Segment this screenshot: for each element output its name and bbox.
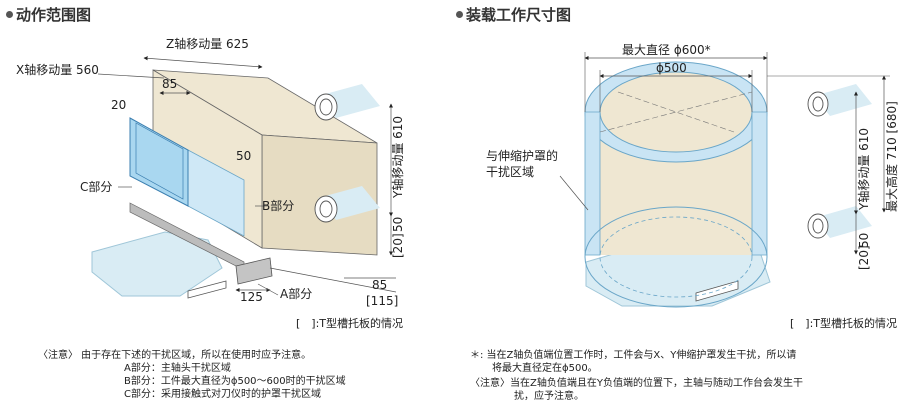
right-diagram: 最大直径 ϕ600* ϕ500 与伸缩护罩的 干扰区域 Y轴移动量 610 最大… <box>486 43 899 330</box>
right-note-caution-1: 〈注意〉当在Z轴负值端且在Y负值端的位置下，主轴与随动工作台会发生干 <box>470 378 803 389</box>
right-dim-20-bracket: [20] <box>857 245 871 270</box>
dim-20-bracket: [20] <box>391 233 405 258</box>
left-notes: 〈注意〉 由于存在下述的干扰区域，所以在使用时应予注意。 A部分：主轴头干扰区域… <box>38 349 346 401</box>
bullet-icon <box>456 11 463 18</box>
left-diagram: Z轴移动量 625 X轴移动量 560 85 20 50 Y轴移动量 610 5… <box>16 36 405 330</box>
spindle-cylinder-lower <box>314 186 380 223</box>
label-b-part: B部分 <box>262 198 294 213</box>
left-note-a: A部分：主轴头干扰区域 <box>124 363 231 374</box>
left-note-head: 〈注意〉 由于存在下述的干扰区域，所以在使用时应予注意。 <box>38 350 312 361</box>
right-section-title: 装载工作尺寸图 <box>456 4 571 25</box>
diameter-500-label: ϕ500 <box>656 61 687 75</box>
spindle-ring-upper-right <box>807 84 872 117</box>
right-bracket-note: [ ]:T型槽托板的情况 <box>790 316 897 330</box>
ring-top-inner <box>599 71 753 153</box>
dim-125: 125 <box>240 290 263 304</box>
z-travel-label: Z轴移动量 625 <box>166 36 249 51</box>
right-y-travel-label: Y轴移动量 610 <box>856 128 871 211</box>
right-note-caution-2: 扰，应予注意。 <box>514 391 584 402</box>
label-a-part: A部分 <box>280 286 312 301</box>
left-bracket-note: [ ]:T型槽托板的情况 <box>296 316 403 330</box>
left-section-title: 动作范围图 <box>6 4 91 25</box>
a-part-region <box>235 257 273 285</box>
x-travel-label: X轴移动量 560 <box>16 62 99 77</box>
right-note-star-1: ＊: 当在Z轴负值端位置工作时，工件会与X、Y伸缩护罩发生干扰，所以请 <box>470 350 797 361</box>
pallet-clamp-left <box>187 280 227 299</box>
dim-20: 20 <box>111 98 126 112</box>
bullet-icon <box>6 11 13 18</box>
ring-bottom-outer <box>584 206 768 308</box>
interference-label-1: 与伸缩护罩的 <box>486 148 558 163</box>
left-note-b: B部分：工件最大直径为ϕ500～600时的干扰区域 <box>124 376 346 387</box>
right-note-star-2: 将最大直径定在ϕ500。 <box>492 363 598 374</box>
label-c-part: C部分 <box>80 179 112 194</box>
ring-bottom-inner <box>599 216 753 298</box>
dim-50-mid: 50 <box>236 149 251 163</box>
dim-115-bracket: [115] <box>366 294 398 308</box>
max-height-label: 最大高度 710 [680] <box>884 101 899 212</box>
y-travel-label: Y轴移动量 610 <box>390 116 405 199</box>
dim-50-vert: 50 <box>391 217 405 232</box>
spindle-cylinder-upper <box>314 84 380 121</box>
c-part-plate <box>129 117 189 207</box>
left-note-c: C部分：采用接触式对刀仪时的护罩干扰区域 <box>124 389 321 400</box>
dim-85-bottom: 85 <box>372 278 387 292</box>
dim-85-top: 85 <box>162 77 177 91</box>
max-diameter-label: 最大直径 ϕ600* <box>622 43 711 57</box>
interference-label-2: 干扰区域 <box>486 165 534 179</box>
right-notes: ＊: 当在Z轴负值端位置工作时，工件会与X、Y伸缩护罩发生干扰，所以请 将最大直… <box>470 349 803 403</box>
right-dim-50: 50 <box>857 233 871 248</box>
